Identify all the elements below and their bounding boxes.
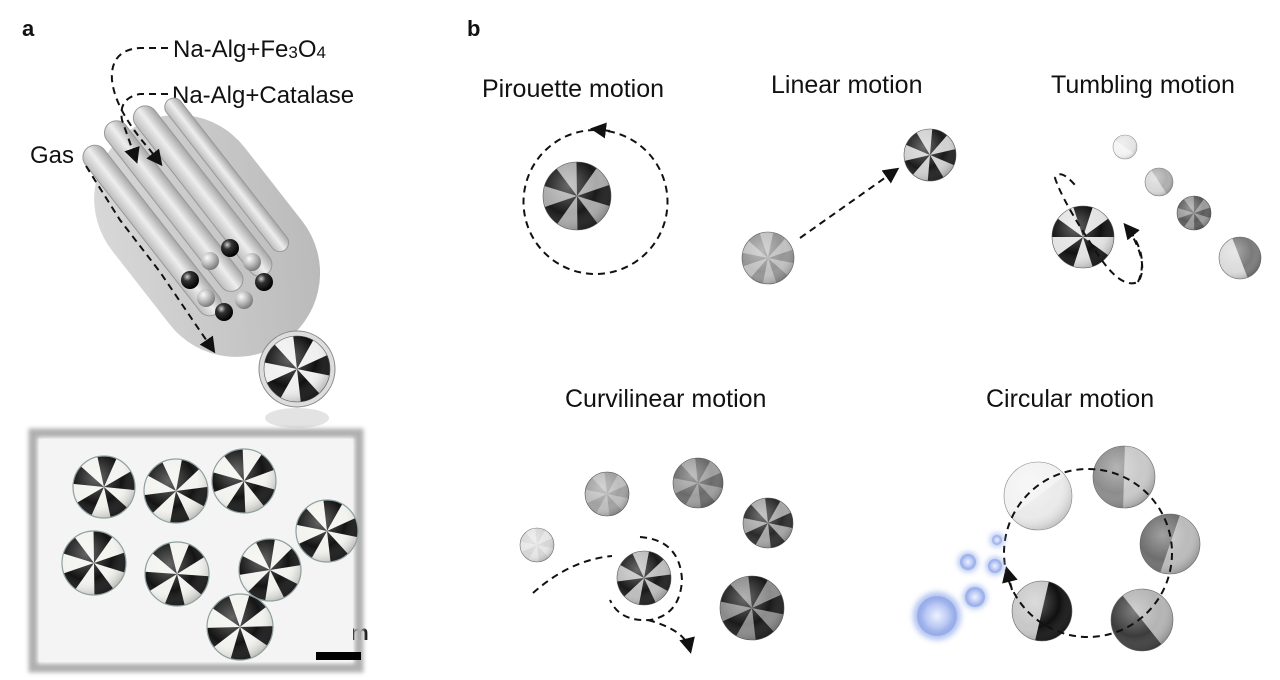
tumbling-arrowhead <box>1123 222 1143 283</box>
microsphere-reflection <box>265 408 329 428</box>
micrograph-particle <box>61 530 127 596</box>
microfluidic-device <box>82 97 336 428</box>
circular-sphere <box>1011 580 1073 642</box>
tumbling-sphere <box>1176 195 1212 231</box>
micrograph-frame <box>28 428 364 673</box>
curvilinear-sphere <box>584 471 630 517</box>
gas-arrow <box>85 165 216 354</box>
output-microsphere-segments <box>263 335 331 403</box>
inlet-arrows <box>85 47 216 354</box>
title-tumbling-motion: Tumbling motion <box>1051 71 1235 99</box>
inner-tube <box>164 97 290 253</box>
inlet-label-fe3o4: Na-Alg+Fe3O4 <box>173 36 326 63</box>
curvilinear-sphere <box>742 497 794 549</box>
curvilinear-path-out <box>647 619 695 654</box>
micrograph-particle <box>143 458 209 524</box>
black-bead <box>255 273 273 291</box>
title-curvilinear-motion: Curvilinear motion <box>565 385 767 413</box>
grey-bead <box>243 253 261 271</box>
pirouette-arrowhead <box>590 122 611 139</box>
micrograph-particle <box>206 593 274 661</box>
tumbling-sphere <box>1218 236 1262 280</box>
black-bead <box>221 239 239 257</box>
motion-diagrams <box>519 128 1262 652</box>
micrograph-particle <box>144 541 210 607</box>
tumbling-sphere <box>1112 134 1138 160</box>
curvilinear-loop <box>609 536 684 622</box>
black-bead <box>181 271 199 289</box>
circular-path <box>1003 468 1173 638</box>
grey-bead <box>197 289 215 307</box>
linear-path <box>799 167 900 239</box>
curvilinear-path-in <box>532 555 613 594</box>
scale-bar <box>316 652 361 660</box>
curvilinear-sphere <box>672 457 724 509</box>
micrograph-panel <box>28 428 364 673</box>
curvilinear-sphere <box>719 575 785 641</box>
curvilinear-sphere-current <box>616 550 672 606</box>
catalase-arrow <box>120 93 168 164</box>
circular-sphere <box>1110 588 1174 652</box>
title-linear-motion: Linear motion <box>771 71 923 99</box>
linear-sphere-start <box>741 231 795 285</box>
circular-arrowhead <box>1002 566 1018 591</box>
tumbling-sphere-main <box>1051 205 1115 269</box>
title-pirouette-motion: Pirouette motion <box>482 75 665 103</box>
inlet-label-gas: Gas <box>30 142 75 169</box>
fe3o4-arrow <box>110 47 168 167</box>
motion-paths <box>522 122 1173 654</box>
micrograph-particle <box>72 455 136 519</box>
title-circular-motion: Circular motion <box>986 385 1155 413</box>
curvilinear-sphere <box>519 527 555 563</box>
gas-bubbles <box>913 533 1004 640</box>
circular-sphere <box>1003 461 1073 531</box>
output-microsphere <box>263 335 331 403</box>
panel-a-label: a <box>22 16 35 41</box>
linear-sphere-end <box>903 128 957 182</box>
inlet-label-catalase: Na-Alg+Catalase <box>172 82 355 109</box>
micrograph-particle <box>211 448 277 514</box>
micrograph-particle <box>238 538 302 602</box>
panel-b-label: b <box>467 16 481 41</box>
black-bead <box>215 303 233 321</box>
grey-bead <box>235 291 253 309</box>
grey-bead <box>201 252 219 270</box>
pirouette-sphere <box>542 161 612 231</box>
tumbling-sphere <box>1144 167 1174 197</box>
micrograph-particle <box>295 499 359 563</box>
micrograph-particles <box>61 448 359 661</box>
circular-sphere <box>1139 513 1201 575</box>
